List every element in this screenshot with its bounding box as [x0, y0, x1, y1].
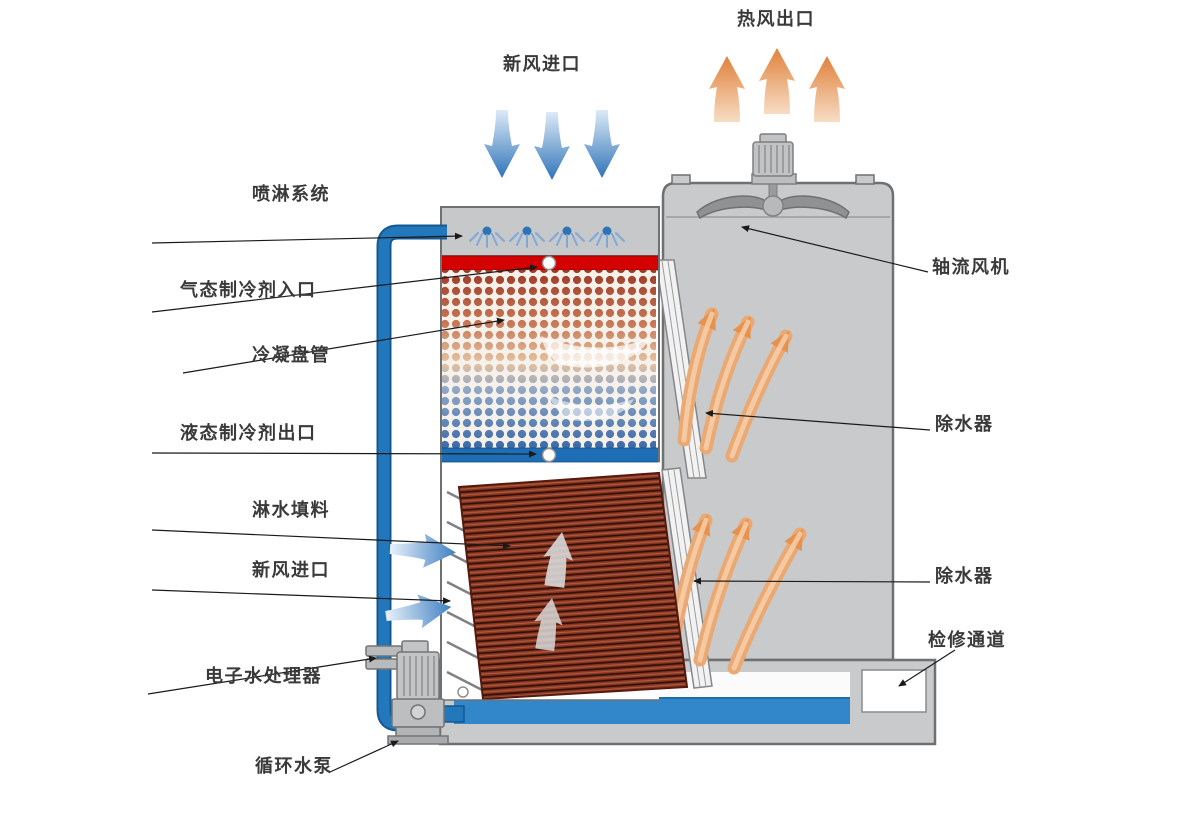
axial-fan-blades: [696, 195, 850, 220]
leader-liquid-refrigerant-outlet: [151, 450, 537, 458]
label-condenser-coil: 冷凝盘管: [252, 345, 330, 365]
label-electronic-water-treater: 电子水处理器: [205, 666, 322, 686]
leader-axial-fan: [741, 225, 929, 273]
label-gas-refrigerant-inlet: 气态制冷剂入口: [180, 280, 317, 300]
label-fresh-air-inlet-side: 新风进口: [252, 560, 330, 580]
leader-gas-refrigerant-inlet: [151, 264, 538, 313]
cooling-tower-body: [661, 174, 895, 662]
internal-air-arrows-upper: [677, 307, 793, 463]
leader-spray-fill: [151, 529, 511, 550]
spray-fill-pack: [457, 471, 689, 701]
leader-lines: [147, 225, 956, 773]
leader-fresh-air-side: [151, 589, 451, 605]
label-drift-eliminator-lower: 除水器: [935, 566, 994, 586]
hot-air-arrows: [709, 48, 845, 122]
leader-eliminator-lower: [693, 577, 931, 585]
spray-chamber: [440, 206, 660, 257]
label-hot-air-outlet: 热风出口: [737, 9, 815, 29]
leader-eliminator-upper: [705, 410, 931, 431]
basin-water: [454, 698, 850, 724]
drain-port: [457, 686, 469, 698]
label-service-access: 检修通道: [928, 630, 1006, 650]
condenser-coil-section: [441, 270, 656, 448]
fresh-air-arrows-top: [484, 110, 620, 180]
circulating-pump-device: [387, 640, 449, 745]
label-spray-fill: 淋水填料: [252, 500, 330, 520]
label-liquid-refrigerant-outlet: 液态制冷剂出口: [180, 423, 317, 443]
fan-motor: [751, 133, 797, 203]
leader-water-treater: [147, 655, 377, 695]
label-fresh-air-inlet-top: 新风进口: [503, 54, 581, 74]
leader-service-access: [898, 649, 956, 687]
leader-spray-system: [151, 232, 463, 244]
leader-condenser-coil: [182, 317, 505, 374]
drift-eliminator-upper-panel: [655, 259, 707, 479]
label-axial-fan: 轴流风机: [932, 257, 1010, 277]
label-circulating-pump: 循环水泵: [255, 756, 333, 776]
service-access-opening: [861, 669, 927, 713]
internal-air-arrows-lower: [665, 513, 807, 675]
gas-refrigerant-port: [541, 255, 557, 271]
liquid-refrigerant-port: [541, 447, 557, 463]
label-spray-system: 喷淋系统: [252, 184, 330, 204]
label-drift-eliminator-upper: 除水器: [935, 414, 994, 434]
leader-pump: [329, 740, 399, 773]
